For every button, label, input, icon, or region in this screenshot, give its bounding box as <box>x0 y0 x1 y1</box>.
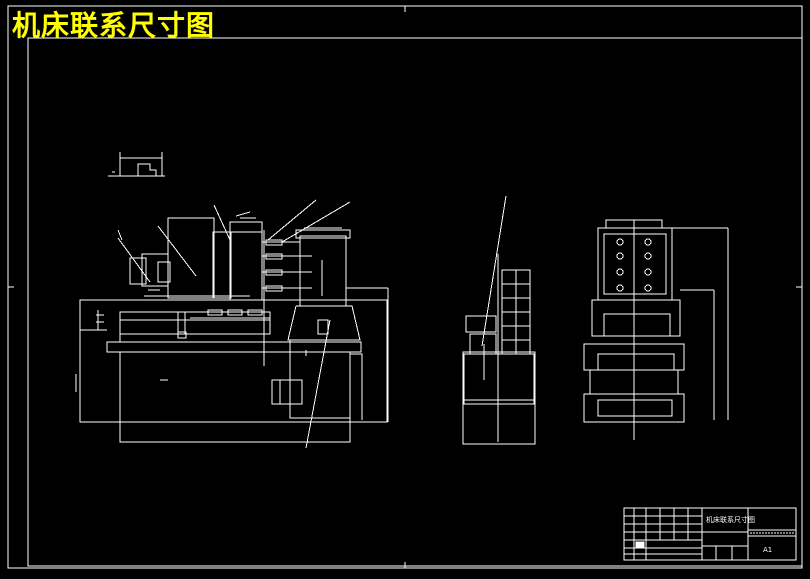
detail-sketch <box>108 152 165 177</box>
machine-side-view <box>462 195 536 445</box>
drawing-title: 机床联系尺寸图 <box>12 9 216 42</box>
sheet-border <box>7 5 803 569</box>
title-block-drawing-name: 机床联系尺寸图 <box>706 516 755 524</box>
machine-end-view <box>583 219 729 440</box>
title-block <box>623 507 797 561</box>
machine-front-view <box>75 199 389 449</box>
title-block-scale: A1 <box>763 546 773 554</box>
